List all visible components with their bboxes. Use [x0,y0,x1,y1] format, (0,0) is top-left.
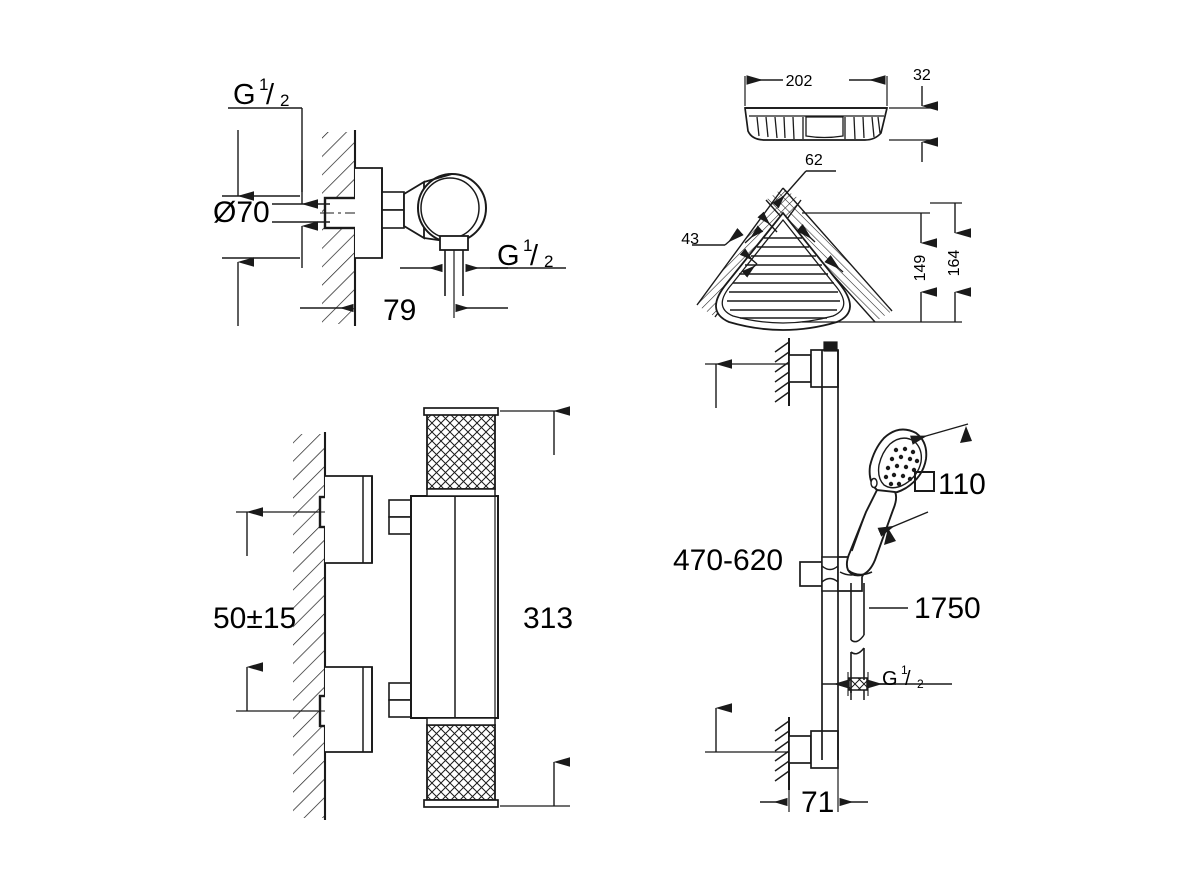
label-basket-width-202: 202 [786,73,813,90]
label-spray-face-110: 110 [938,468,986,501]
label-projection-79: 79 [383,294,416,327]
dim-basket-width-202 [744,75,888,106]
leader-arrows-right [796,224,844,273]
basket-plan-outline [715,211,851,331]
dim-overall-length-313 [500,406,571,807]
dim-projection-79 [300,250,508,318]
mixer-handle-upper [423,407,499,497]
label-inlet-thread-denominator: 2 [280,91,289,110]
dim-slide-range-470-620 [705,359,789,753]
union-nut [381,191,405,229]
shower-rail-tube [821,341,839,760]
label-rail-projection-71: 71 [801,786,834,819]
dim-depth-149 [802,212,938,323]
label-corner-offset-62: 62 [805,152,823,169]
view-soap-basket-side [744,75,939,162]
view-soap-basket-plan [692,170,972,331]
mixer-handle-lower [423,717,499,808]
dim-inlet-center-50pm15 [236,507,318,712]
dim-hose-thread [822,672,952,696]
label-outlet-thread-slash: / [530,240,539,272]
leader-spray-face-110 [877,423,972,545]
label-basket-height-32: 32 [913,67,931,84]
mixer-escutcheon-lower [325,666,373,753]
view-shower-rail-set [705,338,972,812]
rail-wall-lower [774,717,790,790]
label-hose-thread: G 1 / 2 [882,663,924,691]
mixer-wall-section [293,432,327,820]
view-thermostatic-mixer [236,406,571,820]
label-slide-range: 470-620 [673,544,783,577]
label-flange-diameter: Ø70 [213,196,270,229]
label-outlet-thread-g: G [497,240,520,272]
rail-bracket-upper [788,349,839,388]
mixer-escutcheon-upper [325,475,373,564]
label-inlet-thread: G 1 / 2 [233,75,289,111]
hand-shower [845,428,928,577]
label-hose-thread-slash: / [905,668,911,690]
dim-inlet-thread [222,107,330,209]
elbow-cap [417,173,487,243]
escutcheon-flange [355,167,383,259]
dim-depth-164 [930,202,972,323]
label-inlet-thread-numerator: 1 [259,75,268,94]
label-hose-thread-g: G [882,668,898,690]
rail-bracket-lower [788,730,839,769]
view-wall-union-elbow [222,107,566,326]
label-outlet-thread-numerator: 1 [523,236,532,255]
dim-corner-offset-62 [744,170,836,244]
dim-wall-fixing-43 [692,227,758,278]
label-hose-thread-denominator: 2 [917,677,924,691]
dim-basket-height-32 [889,86,939,162]
label-inlet-thread-slash: / [266,79,275,111]
dim-flange-diameter [222,221,330,326]
mixer-body [410,495,499,719]
label-hose-1750: 1750 [914,592,981,625]
label-inlet-center-50pm15: 50±15 [213,602,296,635]
rail-wall-upper [774,338,790,406]
label-depth-149: 149 [912,255,929,282]
label-hose-thread-numerator: 1 [901,663,908,677]
label-wall-fixing-43: 43 [681,231,699,248]
basket-body-side [744,107,889,141]
label-outlet-thread-denominator: 2 [544,252,553,271]
outlet-stub [439,235,469,296]
label-inlet-thread-g: G [233,79,256,111]
shower-hose [848,583,868,700]
label-overall-length-313: 313 [523,602,573,635]
label-outlet-thread: G 1 / 2 [497,236,553,272]
dim-rail-projection-71 [760,768,868,812]
inlet-nipple [320,196,372,230]
label-depth-164: 164 [946,250,963,277]
mixer-union-nut-lower [388,682,412,718]
mixer-union-nut-upper [388,499,412,535]
